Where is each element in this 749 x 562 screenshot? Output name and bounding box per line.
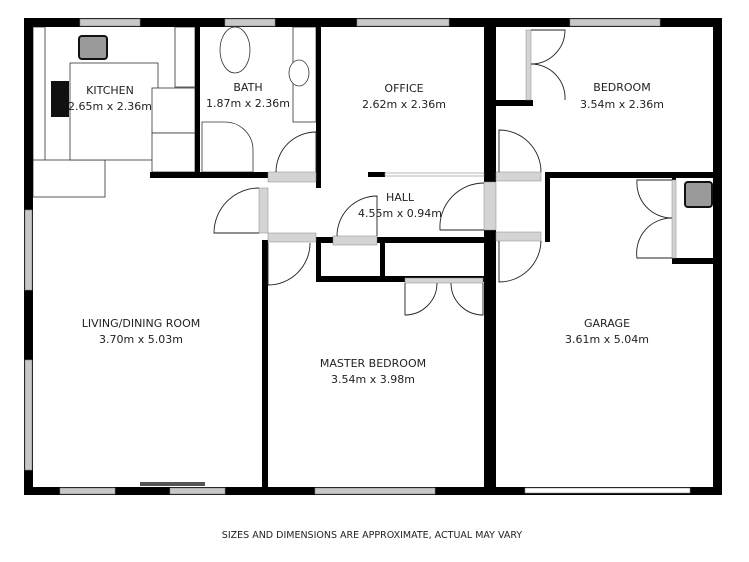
disclaimer: SIZES AND DIMENSIONS ARE APPROXIMATE, AC… — [222, 530, 523, 541]
doors — [213, 29, 677, 316]
hall-name: HALL — [386, 191, 415, 204]
bath-name: BATH — [233, 81, 262, 94]
bath-size: 1.87m x 2.36m — [206, 97, 290, 110]
kitchen-name: KITCHEN — [86, 84, 134, 97]
stove-icon — [51, 81, 69, 117]
master-size: 3.54m x 3.98m — [331, 373, 415, 386]
living-name: LIVING/DINING ROOM — [82, 317, 201, 330]
master-name: MASTER BEDROOM — [320, 357, 426, 370]
office-name: OFFICE — [384, 82, 423, 95]
shower-icon — [201, 121, 254, 173]
sliding-door — [140, 482, 205, 486]
toilet-icon — [219, 26, 251, 74]
windows — [24, 18, 691, 495]
room-labels: KITCHEN 2.65m x 2.36m BATH 1.87m x 2.36m… — [68, 81, 664, 386]
bedroom-name: BEDROOM — [593, 81, 650, 94]
kitchen-size: 2.65m x 2.36m — [68, 100, 152, 113]
utility-sink-icon — [684, 181, 713, 208]
garage-name: GARAGE — [584, 317, 630, 330]
living-size: 3.70m x 5.03m — [99, 333, 183, 346]
bedroom-size: 3.54m x 2.36m — [580, 98, 664, 111]
garage-door — [524, 487, 691, 494]
bath-fixtures — [201, 26, 317, 173]
office-size: 2.62m x 2.36m — [362, 98, 446, 111]
garage-size: 3.61m x 5.04m — [565, 333, 649, 346]
utility-sink — [684, 181, 713, 208]
kitchen-sink-icon — [78, 35, 108, 60]
hall-size: 4.55m x 0.94m — [358, 207, 442, 220]
bath-sink-icon — [288, 59, 310, 87]
